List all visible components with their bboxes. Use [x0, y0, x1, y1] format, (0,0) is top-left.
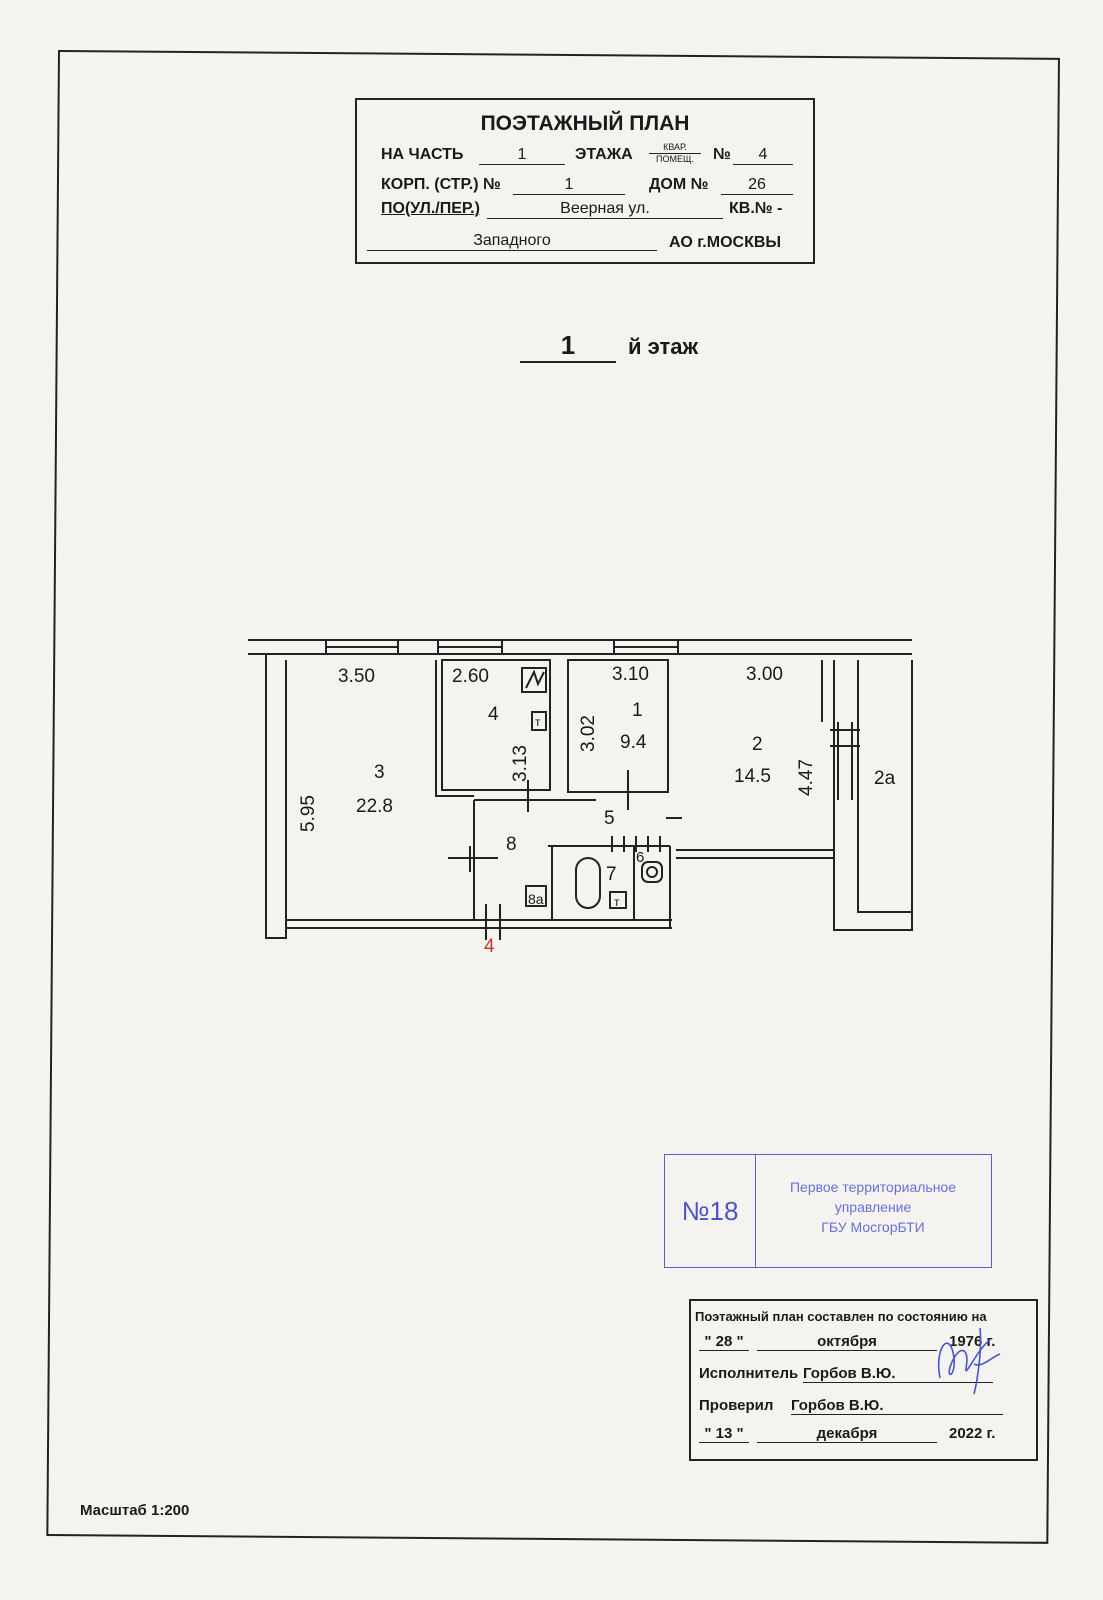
toilet [641, 861, 663, 883]
window-room3 [325, 640, 399, 654]
kvar-pomesch-fraction: КВАР. ПОМЕЩ. [649, 142, 701, 165]
room-1-area: 9.4 [620, 732, 647, 753]
entrance-marker: 4 [484, 936, 495, 957]
room-4-no: 4 [488, 704, 499, 725]
stamp-org-line1: Первое территориальное [789, 1179, 956, 1195]
fixture-t-7 [609, 891, 627, 909]
dom-label: ДОМ № [649, 176, 709, 193]
stamp-org-line3: ГБУ МосгорБТИ [821, 1219, 925, 1235]
fixture-t-label-7: т [614, 895, 620, 909]
outer-wall-left [265, 654, 287, 939]
floor-heading: 1 й этаж [520, 330, 698, 363]
na-chast-value: 1 [479, 146, 565, 165]
stamp-org: Первое территориальное управление ГБУ Мо… [755, 1177, 991, 1237]
checker-label: Проверил [699, 1397, 774, 1414]
bathtub [575, 857, 601, 909]
korp-value: 1 [513, 176, 625, 195]
stove [521, 667, 547, 693]
loggia-2a [833, 660, 913, 931]
title-block: ПОЭТАЖНЫЙ ПЛАН НА ЧАСТЬ 1 ЭТАЖА КВАР. ПО… [355, 98, 815, 264]
kv-label: КВ.№ - [729, 200, 783, 217]
dim-5-95: 5.95 [298, 795, 319, 832]
status-box: Поэтажный план составлен по состоянию на… [689, 1299, 1038, 1461]
room-2-area: 14.5 [734, 766, 771, 787]
executor-label: Исполнитель [699, 1365, 799, 1382]
corridor-8 [473, 799, 670, 920]
dim-3-02: 3.02 [578, 715, 599, 752]
signature [937, 1327, 1001, 1395]
room-2-no: 2 [752, 734, 763, 755]
wall-room3-right [435, 660, 474, 797]
window-room4 [437, 640, 503, 654]
entrance-door [485, 904, 501, 940]
room-3-no: 3 [374, 762, 385, 783]
checker-name: Горбов В.Ю. [791, 1397, 1003, 1415]
status-line1: Поэтажный план составлен по состоянию на [695, 1309, 987, 1324]
bti-stamp: №18 Первое территориальное управление ГБ… [664, 1154, 992, 1268]
outer-wall-bottom [286, 919, 672, 929]
dim-3-50: 3.50 [338, 666, 375, 687]
status-month2: декабря [757, 1425, 937, 1443]
no-value: 4 [733, 146, 793, 165]
status-year2: 2022 г. [949, 1425, 996, 1442]
status-day2: " 13 " [699, 1425, 749, 1443]
room-5-no: 5 [604, 808, 615, 829]
fixture-t-4 [531, 711, 547, 731]
stamp-org-line2: управление [834, 1199, 912, 1215]
dom-value: 26 [721, 176, 793, 195]
window-room1 [613, 640, 679, 654]
room-3-area: 22.8 [356, 796, 393, 817]
executor-name: Горбов В.Ю. [803, 1365, 993, 1383]
street-value: Веерная ул. [487, 200, 723, 219]
room-8-no: 8 [506, 834, 517, 855]
room-1-no: 1 [632, 700, 643, 721]
door-ticks [448, 770, 682, 872]
floor-label: й этаж [628, 334, 699, 359]
outer-wall-top [248, 639, 912, 655]
wall-room1 [567, 659, 669, 793]
plan-title: ПОЭТАЖНЫЙ ПЛАН [480, 112, 690, 135]
scale-label: Масштаб 1:200 [80, 1502, 190, 1519]
etazha-label: ЭТАЖА [575, 146, 633, 163]
street-label: ПО(УЛ./ПЕР.) [381, 200, 480, 217]
fixture-t-label-4: т [535, 715, 541, 729]
korp-label: КОРП. (СТР.) № [381, 176, 501, 193]
dim-3-10: 3.10 [612, 664, 649, 685]
ao-label: АО г.МОСКВЫ [669, 234, 782, 251]
wall-room4 [441, 659, 551, 791]
floor-number: 1 [520, 330, 616, 363]
status-day1: " 28 " [699, 1333, 749, 1351]
fixture-8a [525, 885, 547, 907]
fraction-bottom: ПОМЕЩ. [656, 154, 694, 164]
na-chast-label: НА ЧАСТЬ [381, 146, 464, 163]
stamp-number: №18 [665, 1155, 756, 1267]
dim-2-60: 2.60 [452, 666, 489, 687]
no-label: № [713, 146, 731, 163]
room-6-no: 6 [636, 849, 644, 866]
bath-7-walls [551, 846, 671, 928]
window-room2 [830, 722, 860, 800]
wall-room2-bottom [676, 849, 834, 859]
room-2a-no: 2а [874, 768, 896, 789]
dim-3-13: 3.13 [510, 745, 531, 782]
dim-4-47: 4.47 [796, 759, 817, 796]
district-value: Западного [367, 232, 657, 251]
room-8a-no: 8а [528, 891, 544, 907]
dim-3-00: 3.00 [746, 664, 783, 685]
room-7-no: 7 [606, 864, 617, 885]
fraction-top: КВАР. [649, 142, 701, 154]
status-month1: октября [757, 1333, 937, 1351]
